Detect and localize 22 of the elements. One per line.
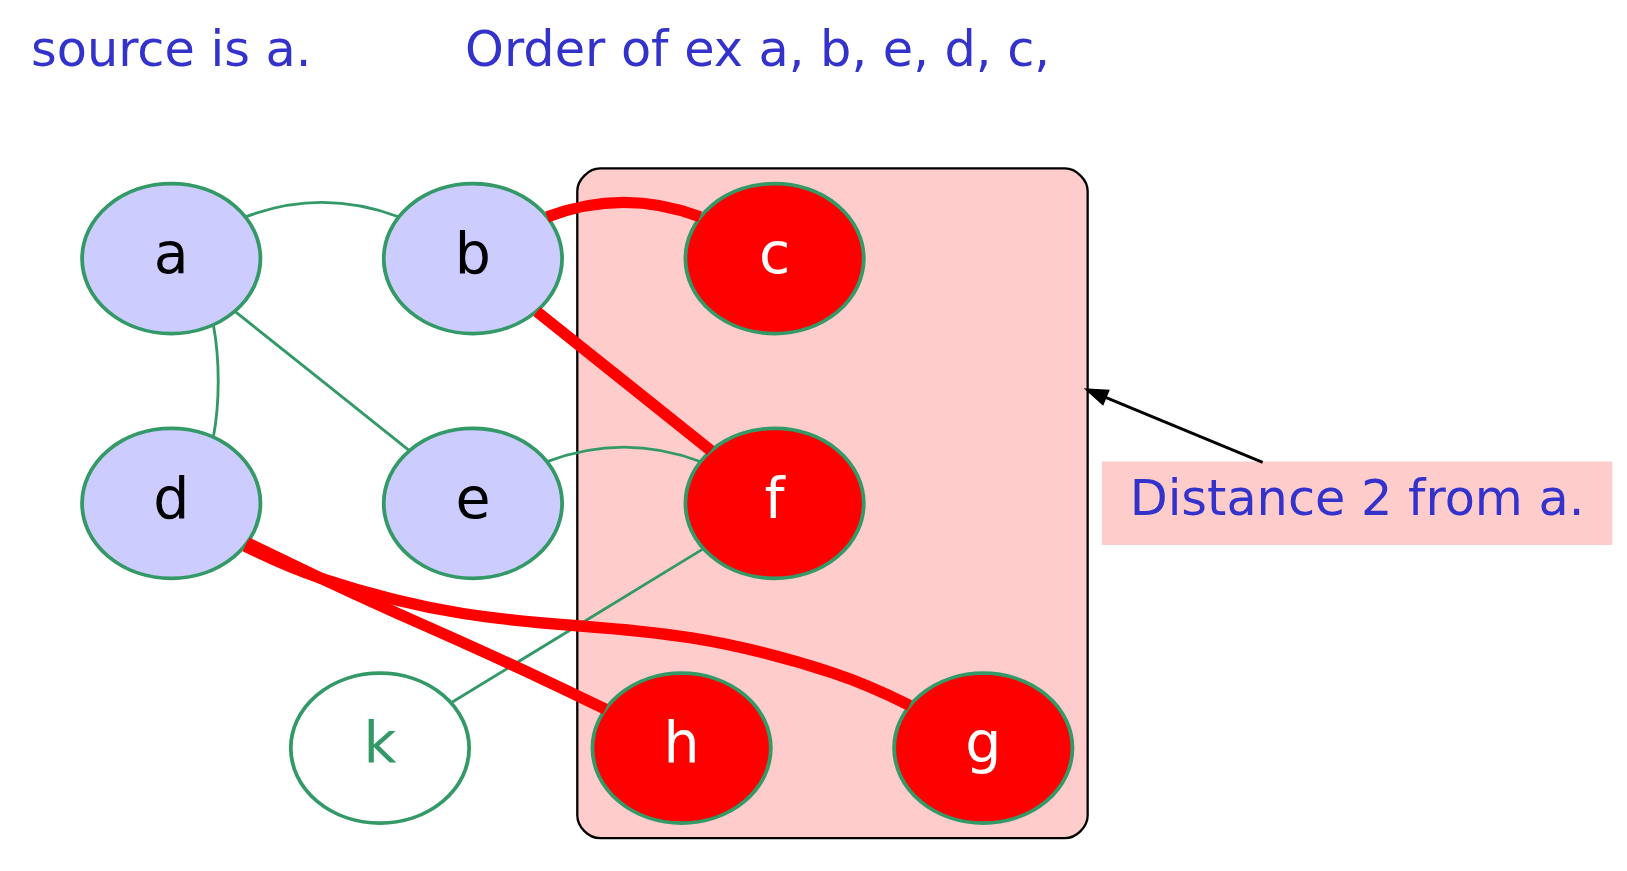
node-ellipse: d	[80, 426, 263, 580]
label: source is a.	[31, 19, 312, 78]
node-ellipse: c	[683, 181, 866, 335]
node-ellipse: k	[288, 670, 472, 825]
node-ellipse: f	[683, 426, 866, 580]
node-ellipse: b	[381, 181, 564, 335]
connector	[546, 445, 701, 463]
arrow	[1083, 387, 1264, 464]
cluster	[576, 166, 1089, 839]
connector	[450, 547, 704, 704]
connector	[212, 324, 220, 437]
connector	[242, 540, 912, 710]
connector	[234, 309, 410, 452]
node-box: Distance 2 from a.	[1101, 461, 1613, 545]
label: Order of ex a, b, e, d, c,	[465, 19, 1050, 78]
connector	[545, 196, 702, 222]
node-ellipse: g	[892, 670, 1075, 825]
node-ellipse: h	[590, 670, 773, 825]
connector	[245, 200, 399, 218]
connector	[533, 306, 715, 455]
node-ellipse: e	[381, 426, 564, 580]
node-ellipse: a	[80, 181, 263, 335]
